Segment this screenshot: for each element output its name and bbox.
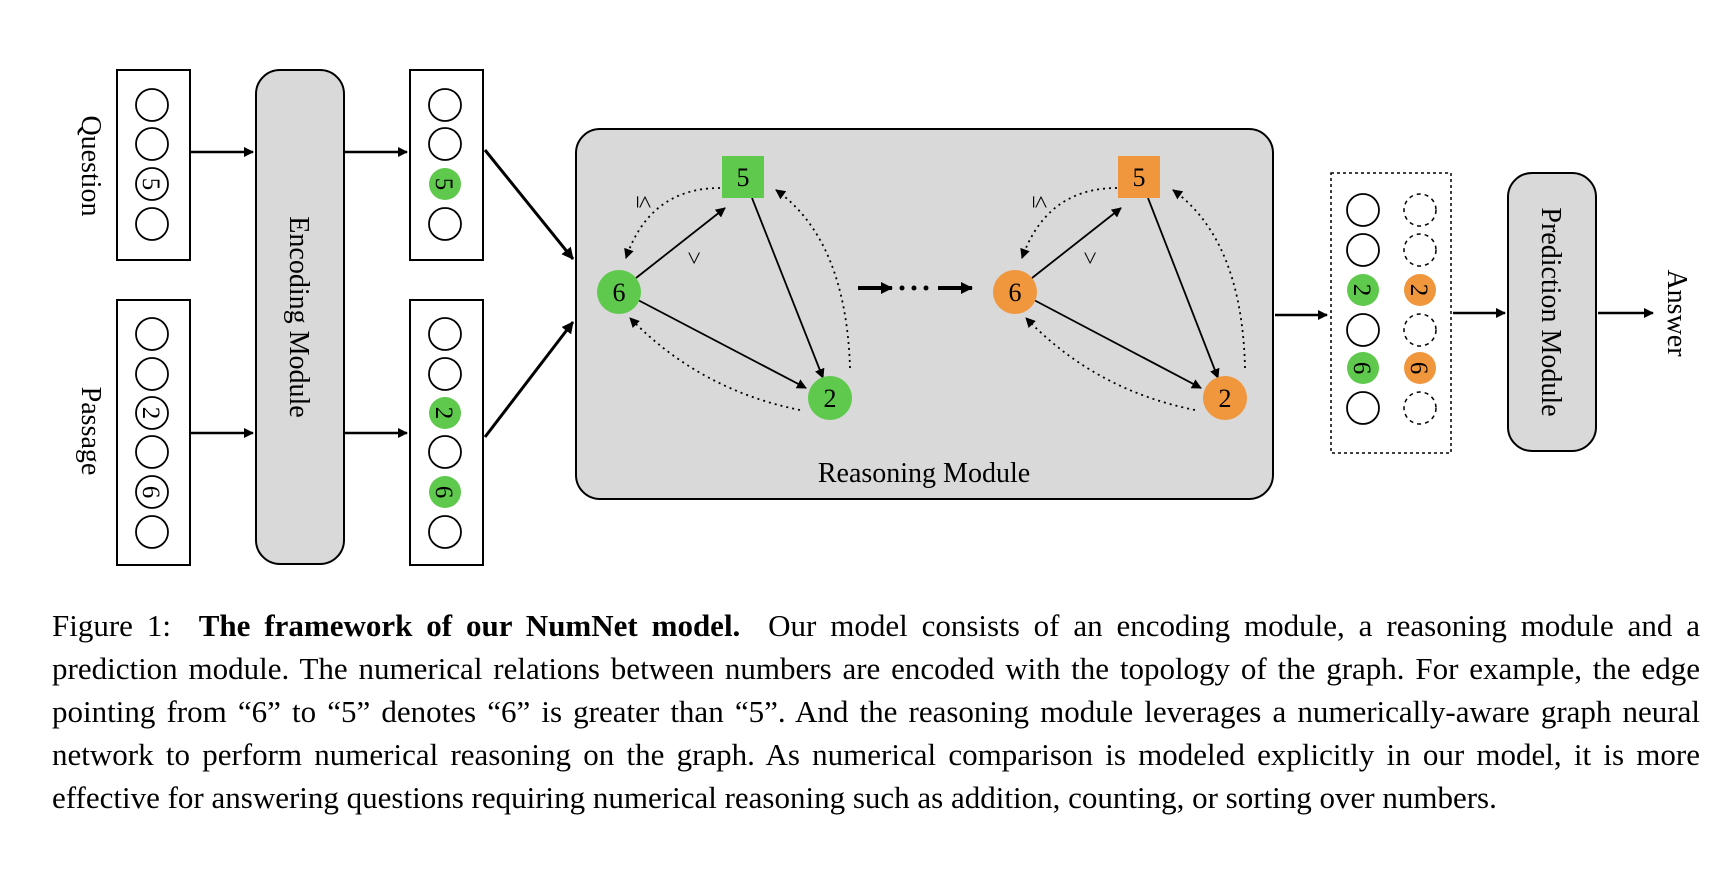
- svg-text:2: 2: [824, 384, 837, 413]
- svg-text:2: 2: [1348, 284, 1375, 297]
- svg-text:6: 6: [1348, 362, 1375, 375]
- svg-text:5: 5: [737, 163, 750, 192]
- encoded-question-box: 5: [409, 69, 484, 261]
- iteration-arrow: [858, 282, 973, 294]
- svg-text:6: 6: [1009, 278, 1022, 307]
- svg-text:Prediction Module: Prediction Module: [1535, 207, 1566, 416]
- graph-initial: ≤ > 6 5 2: [597, 156, 852, 420]
- svg-text:5: 5: [1133, 163, 1146, 192]
- svg-text:Passage: Passage: [75, 387, 106, 476]
- graph-node-2-updated: [1203, 376, 1247, 420]
- question-token-number: 5: [137, 178, 164, 191]
- passage-token-box: 2 6: [116, 299, 191, 566]
- caption-prefix: Figure 1:: [52, 608, 171, 643]
- svg-text:Question: Question: [75, 115, 106, 216]
- passage-token-number-2: 2: [137, 407, 164, 420]
- fused-representation-box: 2 6 2 6: [1330, 172, 1452, 454]
- passage-token-number-6: 6: [137, 486, 164, 499]
- edge-label-le: ≤: [631, 195, 657, 208]
- caption-title: The framework of our NumNet model.: [198, 608, 741, 643]
- question-label: Question: [75, 115, 106, 216]
- graph-node-2: [808, 376, 852, 420]
- graph-node-5: [722, 156, 764, 198]
- encoded-passage-box: 2 6: [409, 299, 484, 566]
- prediction-module: Prediction Module: [1507, 172, 1597, 452]
- svg-text:Reasoning Module: Reasoning Module: [818, 458, 1030, 489]
- svg-text:6: 6: [613, 278, 626, 307]
- passage-label: Passage: [75, 387, 106, 476]
- graph-updated: ≤ > 6 5 2: [993, 156, 1247, 420]
- encoding-module: Encoding Module: [255, 69, 345, 565]
- edge-label-gt: >: [680, 251, 706, 265]
- reasoning-module: Reasoning Module: [575, 128, 1274, 500]
- svg-text:6: 6: [1405, 362, 1432, 375]
- caption-body: Our model consists of an encoding module…: [52, 608, 1701, 815]
- svg-text:2: 2: [1219, 384, 1232, 413]
- svg-text:Encoding Module: Encoding Module: [283, 216, 314, 417]
- svg-text:≤: ≤: [1027, 195, 1053, 208]
- svg-text:2: 2: [1405, 284, 1432, 297]
- svg-text:Answer: Answer: [1661, 269, 1692, 357]
- question-token-box: 5: [116, 69, 191, 261]
- numnet-framework-diagram: Question Passage 5 2 6 Encoding Module: [75, 69, 1692, 566]
- svg-text:5: 5: [430, 178, 457, 191]
- answer-label: Answer: [1661, 269, 1692, 357]
- graph-node-5-updated: [1118, 156, 1160, 198]
- svg-text:2: 2: [430, 407, 457, 420]
- figure-caption: Figure 1: The framework of our NumNet mo…: [52, 604, 1700, 819]
- graph-node-6: [597, 270, 641, 314]
- svg-text:6: 6: [430, 486, 457, 499]
- svg-text:>: >: [1076, 251, 1102, 265]
- graph-node-6-updated: [993, 270, 1037, 314]
